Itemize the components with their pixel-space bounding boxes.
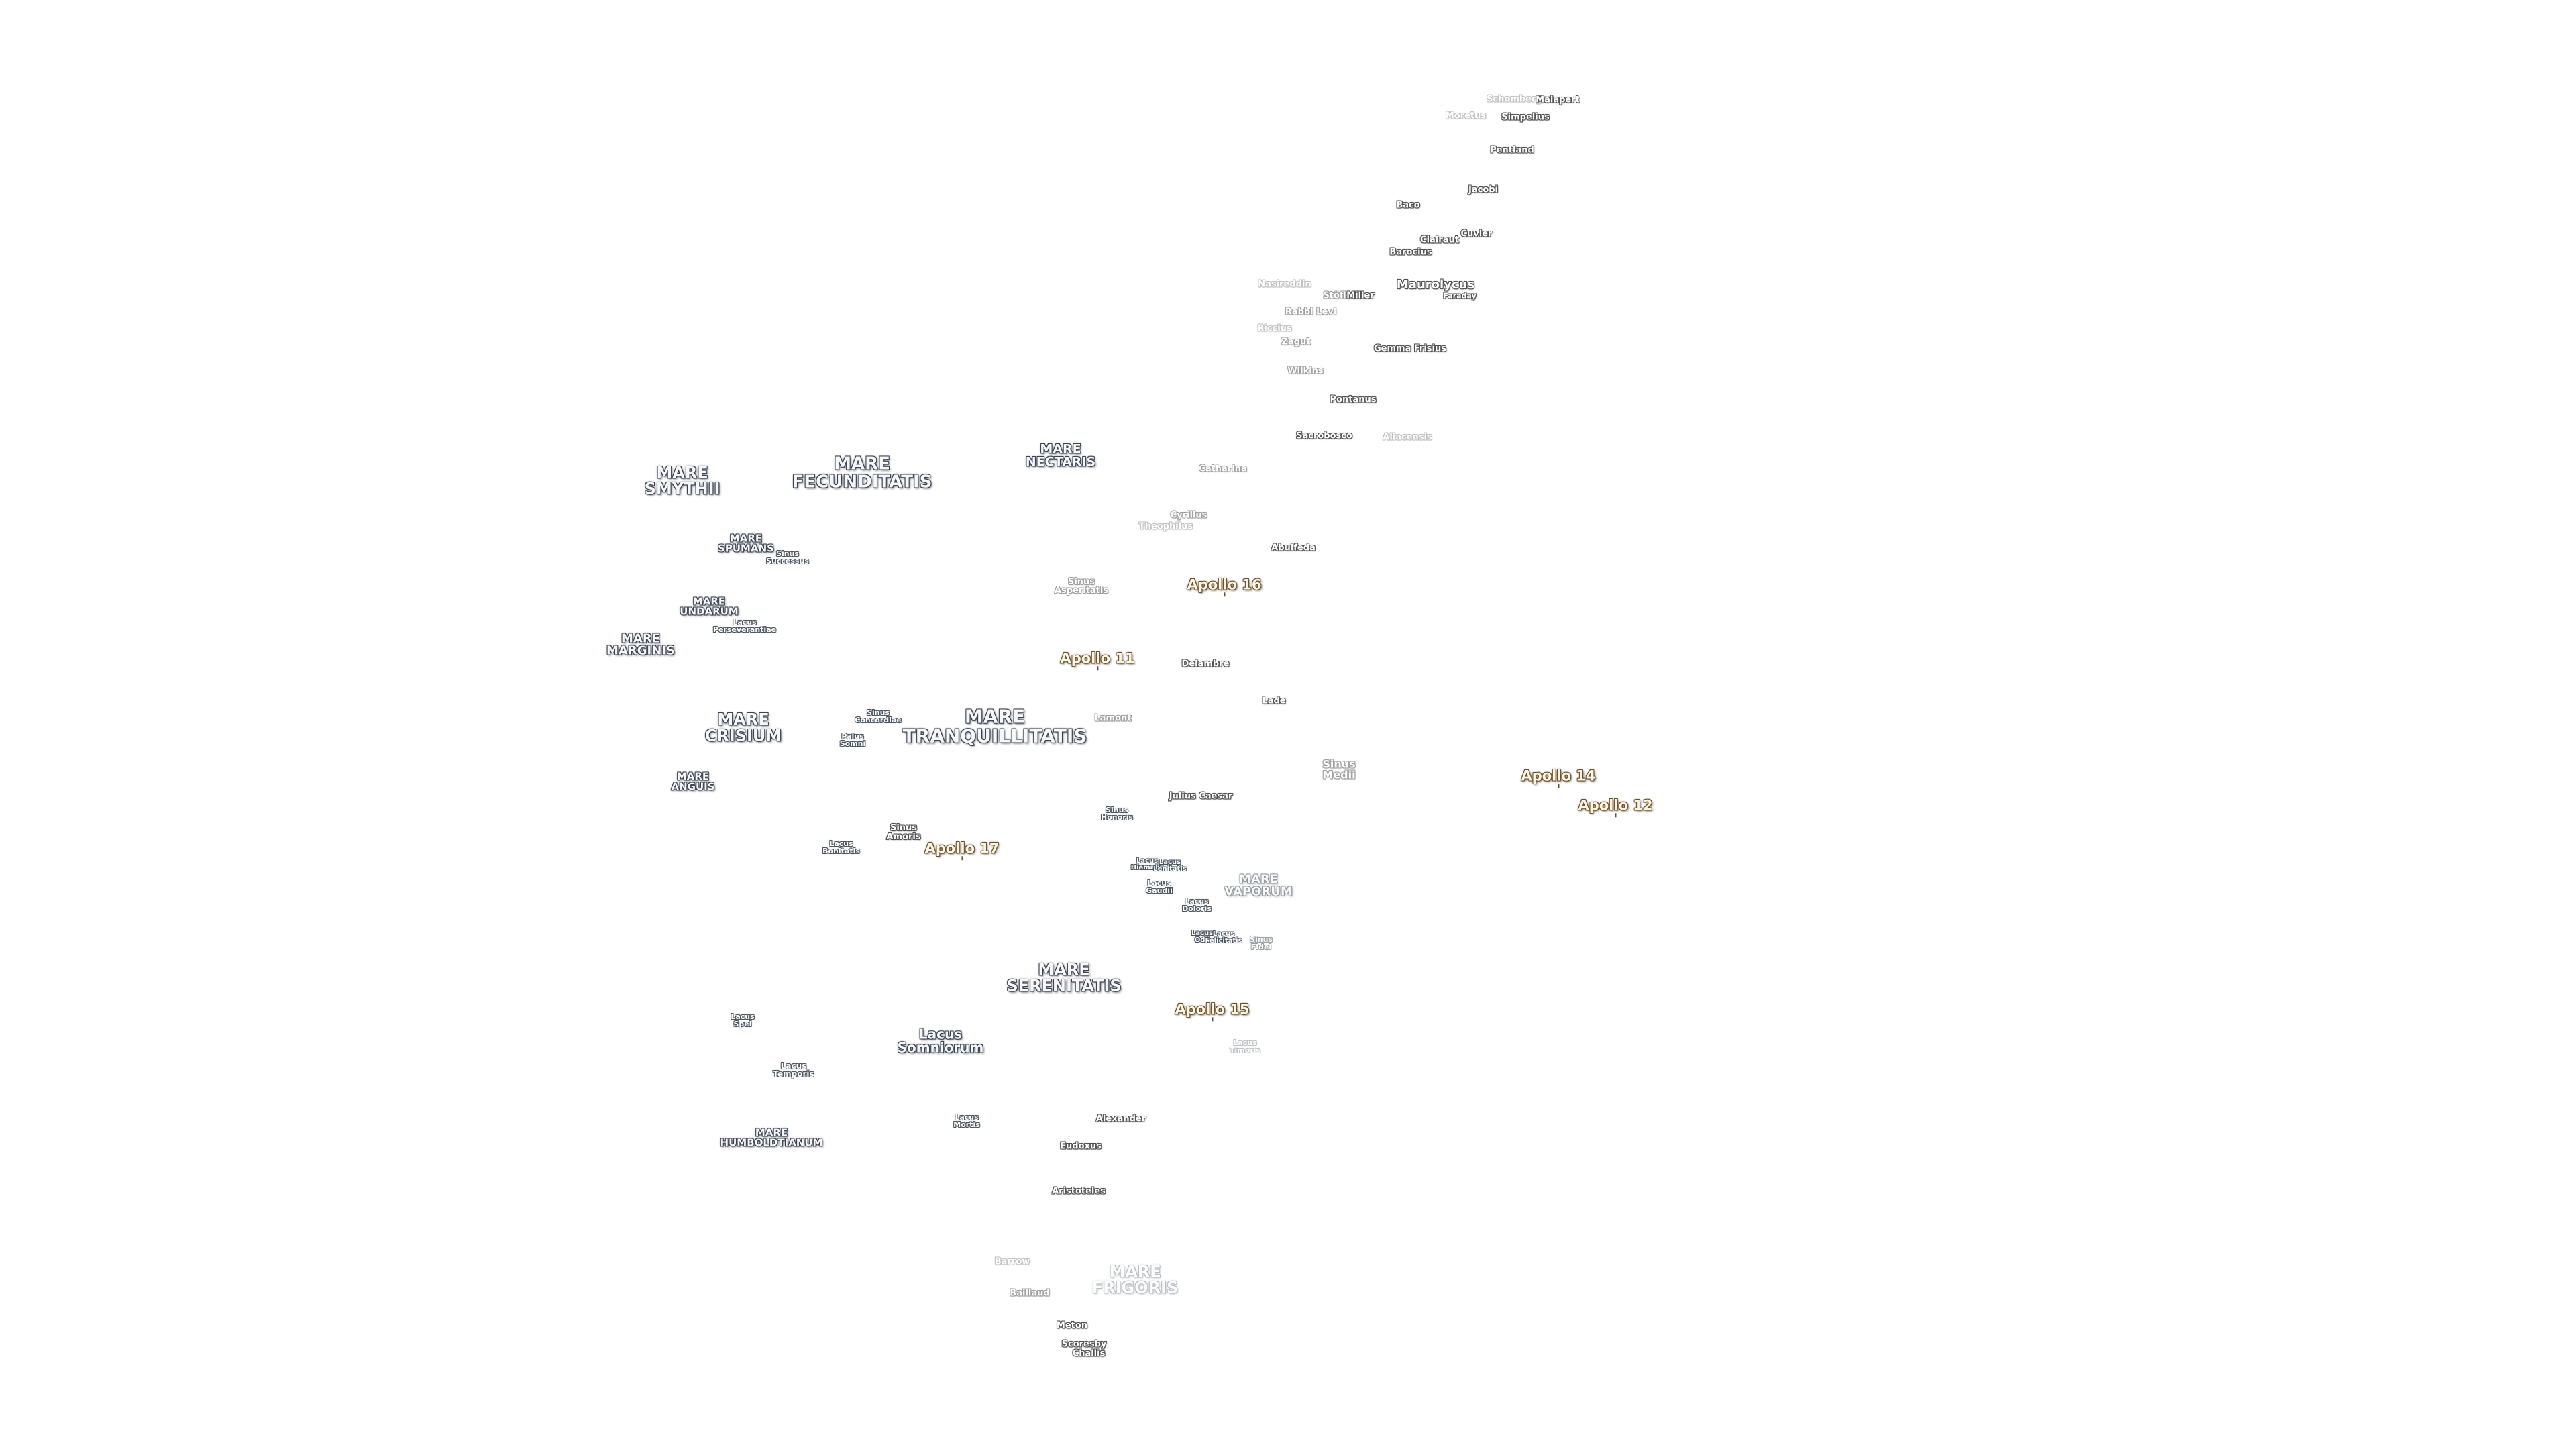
crater-label-barocius: Barocius [1389, 247, 1432, 258]
mare-label-humboldtianum: MARE HUMBOLDTIANUM [720, 1126, 823, 1149]
mare-label-nectaris: MARE NECTARIS [1025, 441, 1096, 470]
crater-label-riccius: Riccius [1257, 323, 1292, 334]
crater-label-miller: Miller [1346, 290, 1375, 301]
crater-label-zagut: Zagut [1281, 337, 1311, 347]
crater-label-baillaud: Baillaud [1010, 1288, 1050, 1299]
feature-label-lacus-doloris: Lacus Doloris [1182, 896, 1212, 913]
feature-label-lacus-somniorum: Lacus Somniorum [897, 1026, 984, 1056]
crater-label-moretus: Moretus [1445, 111, 1487, 121]
feature-label-lacus-hiemalis: Lacus Hiemalis [1130, 857, 1164, 871]
crater-label-stoefler: Stöfler [1323, 290, 1356, 301]
crater-label-catharina: Catharina [1199, 464, 1247, 474]
pin-icon [1096, 666, 1098, 671]
crater-label-barrow: Barrow [994, 1256, 1030, 1267]
mare-label-fecunditatis: MARE FECUNDITATIS [792, 453, 932, 492]
apollo-11-marker[interactable]: Apollo 11 [1060, 650, 1135, 671]
crater-label-maurolycus: Maurolycus [1396, 277, 1475, 292]
apollo-16-label: Apollo 16 [1187, 576, 1262, 593]
mare-label-tranquillitatis: MARE TRANQUILLITATIS [902, 705, 1087, 747]
crater-label-aristoteles: Aristoteles [1052, 1186, 1106, 1197]
crater-label-delambre: Delambre [1181, 659, 1230, 669]
apollo-16-marker[interactable]: Apollo 16 [1187, 576, 1262, 597]
pin-icon [1614, 813, 1616, 818]
crater-label-pontanus: Pontanus [1330, 394, 1377, 405]
crater-label-jacobi: Jacobi [1468, 184, 1499, 195]
crater-label-cyrillus: Cyrillus [1170, 510, 1208, 521]
apollo-15-label: Apollo 15 [1175, 1001, 1250, 1018]
crater-label-malapert: Malapert [1536, 95, 1580, 105]
mare-label-frigoris: MARE FRIGORIS [1091, 1262, 1179, 1297]
crater-label-aliacensis: Aliacensis [1383, 432, 1432, 443]
crater-label-pentland: Pentland [1490, 145, 1534, 156]
pin-icon [1211, 1017, 1213, 1022]
apollo-12-marker[interactable]: Apollo 12 [1578, 797, 1653, 818]
apollo-14-label: Apollo 14 [1521, 767, 1596, 784]
crater-label-cuvier: Cuvier [1460, 229, 1493, 239]
feature-label-lacus-bonitatis: Lacus Bonitatis [822, 839, 860, 855]
feature-label-lacus-timoris: Lacus Timoris [1229, 1038, 1261, 1055]
feature-label-lacus-perseverantiae: Lacus Perseverantiae [712, 617, 777, 634]
feature-label-lacus-gaudii: Lacus Gaudii [1146, 878, 1173, 895]
pin-icon [1557, 784, 1559, 788]
crater-label-scoresby: Scoresby [1061, 1339, 1107, 1350]
apollo-14-marker[interactable]: Apollo 14 [1521, 767, 1596, 788]
pin-icon [1223, 592, 1225, 597]
crater-label-julius-caesar: Julius Caesar [1169, 791, 1233, 802]
crater-label-meton: Meton [1056, 1320, 1088, 1331]
crater-label-schomberger: Schomberger [1487, 94, 1552, 105]
apollo-12-label: Apollo 12 [1578, 797, 1653, 814]
crater-label-lamont: Lamont [1094, 713, 1132, 724]
mare-label-undarum: MARE UNDARUM [680, 595, 739, 618]
feature-label-lacus-odii: Lacus Odii [1191, 929, 1214, 944]
feature-label-lacus-lenitatis: Lacus Lenitatis [1153, 858, 1187, 873]
feature-label-lacus-temporis: Lacus Temporis [773, 1061, 814, 1079]
crater-label-rabbi-levi: Rabbi Levi [1285, 307, 1337, 317]
apollo-15-marker[interactable]: Apollo 15 [1175, 1001, 1250, 1022]
crater-label-eudoxus: Eudoxus [1060, 1141, 1102, 1152]
feature-label-sinus-medii: Sinus Medii [1322, 757, 1356, 782]
feature-label-lacus-mortis: Lacus Mortis [953, 1112, 980, 1129]
crater-label-theophilus: Theophilus [1138, 521, 1193, 532]
crater-label-faraday: Faraday [1443, 291, 1477, 301]
mare-label-vaporum: MARE VAPORUM [1224, 872, 1293, 899]
crater-label-simpelius: Simpelius [1501, 112, 1550, 123]
feature-label-lacus-felicitatis: Lacus Felicitatis [1205, 930, 1242, 945]
crater-label-sacrobosco: Sacrobosco [1296, 431, 1352, 441]
feature-label-sinus-amoris: Sinus Amoris [886, 822, 921, 842]
crater-label-abulfeda: Abulfeda [1271, 543, 1316, 553]
feature-label-lacus-spei: Lacus Spei [731, 1012, 755, 1028]
feature-label-sinus-honoris: Sinus Honoris [1101, 805, 1133, 822]
apollo-17-marker[interactable]: Apollo 17 [924, 840, 1000, 861]
feature-label-sinus-asperitatis: Sinus Asperitatis [1054, 576, 1109, 596]
apollo-17-label: Apollo 17 [924, 840, 1000, 857]
mare-label-marginis: MARE MARGINIS [606, 631, 675, 658]
crater-label-clairaut: Clairaut [1420, 235, 1459, 246]
apollo-11-label: Apollo 11 [1060, 650, 1135, 667]
feature-label-sinus-successus: Sinus Successus [766, 549, 809, 566]
crater-label-nasireddin: Nasireddin [1258, 279, 1311, 290]
crater-label-challis: Challis [1072, 1348, 1106, 1359]
crater-label-wilkins: Wilkins [1287, 366, 1324, 376]
feature-label-palus-somni: Palus Somni [839, 731, 866, 748]
mare-label-anguis: MARE ANGUIS [671, 770, 715, 793]
mare-label-crisium: MARE CRISIUM [704, 710, 782, 745]
feature-label-sinus-fidei: Sinus Fidei [1250, 934, 1273, 951]
crater-label-baco: Baco [1396, 200, 1420, 211]
crater-label-lade: Lade [1262, 696, 1286, 706]
crater-label-gemma-frisius: Gemma Frisius [1374, 343, 1446, 354]
feature-label-sinus-concordiae: Sinus Concordiae [855, 708, 902, 724]
crater-label-alexander: Alexander [1095, 1114, 1146, 1124]
mare-label-serenitatis: MARE SERENITATIS [1006, 960, 1122, 996]
mare-label-smythii: MARE SMYTHII [644, 463, 720, 498]
pin-icon [961, 856, 963, 861]
mare-label-spumans: MARE SPUMANS [718, 532, 774, 555]
